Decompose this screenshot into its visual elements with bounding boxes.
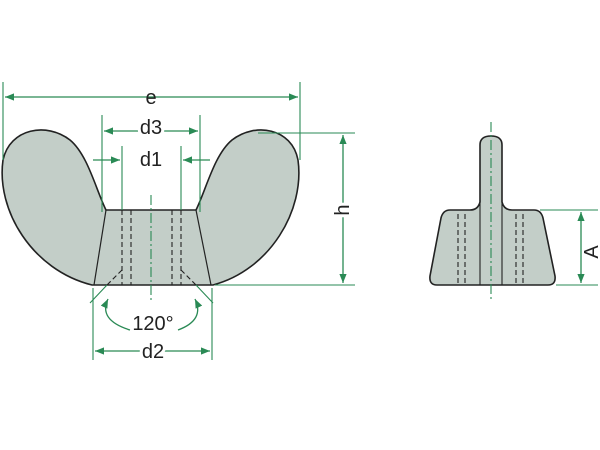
side-view: A (429, 122, 600, 300)
hub-left-edge (93, 209, 107, 286)
wing-nut-side-body (429, 135, 556, 286)
label-angle: 120° (132, 313, 173, 335)
label-e: e (145, 87, 156, 109)
dimension-h: h (215, 132, 357, 286)
dimension-d3: d3 (101, 114, 201, 212)
label-h: h (332, 204, 354, 215)
dimension-d1: d1 (93, 146, 210, 210)
label-d3: d3 (140, 117, 162, 139)
dimension-d2: d2 (92, 288, 213, 366)
label-d2: d2 (142, 341, 164, 363)
dimension-e: e (2, 82, 301, 160)
side-hidden-lines (457, 214, 524, 285)
label-d1: d1 (140, 149, 162, 171)
dimension-A: A (540, 209, 600, 286)
hub-right-edge (195, 209, 212, 286)
label-A: A (581, 245, 600, 259)
hidden-thread-lines (106, 210, 197, 286)
front-view: e d3 d1 h 120° (1, 82, 357, 366)
